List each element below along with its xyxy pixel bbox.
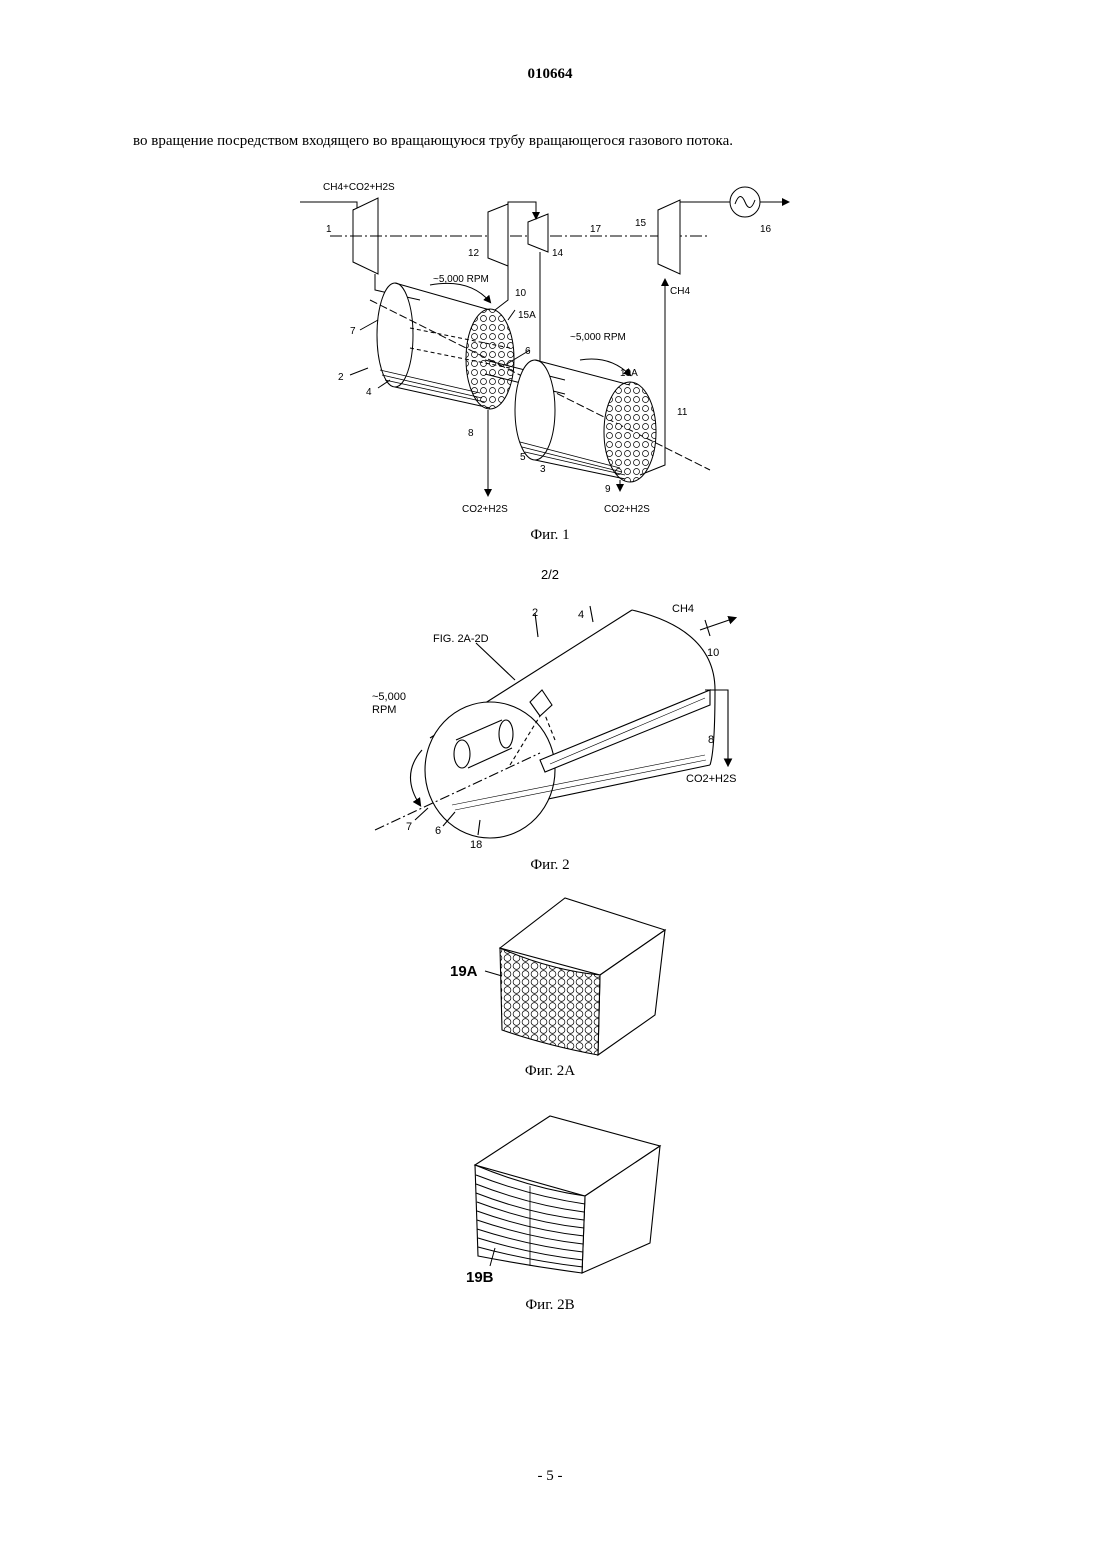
fig1-label-2: 2 [338,372,344,383]
fig2-label-6: 6 [435,825,441,837]
figure-1-drawing: CH4+CO2+H2S 1 12 14 17 15 16 CH4 ~5,000 … [290,170,810,525]
fig1-label-9: 9 [605,484,611,495]
figure-2b-drawing: 19B [460,1108,680,1288]
fig1-label-7: 7 [350,326,356,337]
fig2-label-4: 4 [578,609,584,621]
fig1-label-4: 4 [366,387,372,398]
fig2b-label-19b: 19B [466,1269,494,1286]
fig1-rpm-a: ~5,000 RPM [433,274,489,285]
fig1-label-16: 16 [760,224,772,235]
fig1-ch4-label: CH4 [670,286,690,297]
fig2-rpm-line2: RPM [372,704,396,716]
fig1-output-b: CO2+H2S [604,504,650,515]
fig1-label-5: 5 [520,452,526,463]
fig1-label-6: 6 [525,346,531,357]
fig1-output-a: CO2+H2S [462,504,508,515]
fig2-ref-label: FIG. 2A-2D [433,633,489,645]
fig1-label-15: 15 [635,218,647,229]
fig2-label-7: 7 [406,821,412,833]
fig2-rpm-line1: ~5,000 [372,691,406,703]
figure-1-caption: Фиг. 1 [0,527,1100,544]
fig1-label-11: 11 [677,407,688,418]
figure-2a-drawing: 19A [440,890,680,1065]
fig1-label-19a: 19A [620,368,638,379]
fig1-label-8: 8 [468,428,474,439]
figure-2b-caption: Фиг. 2В [0,1297,1100,1314]
figure-2a-caption: Фиг. 2А [0,1063,1100,1080]
fig1-label-14: 14 [552,248,564,259]
fig1-label-1: 1 [326,224,332,235]
document-number: 010664 [0,66,1100,83]
intro-text: во вращение посредством входящего во вра… [133,133,733,150]
fig2a-label-19a: 19A [450,963,478,980]
fig2-output-label: CO2+H2S [686,773,736,785]
fig2-ch4-label: CH4 [672,603,694,615]
fig1-label-17: 17 [590,224,602,235]
figure-2-caption: Фиг. 2 [0,857,1100,874]
fig1-rpm-b: ~5,000 RPM [570,332,626,343]
fig1-label-15a: 15A [518,310,536,321]
fig2-label-2: 2 [532,607,538,619]
sheet-label: 2/2 [0,567,1100,582]
fig2-label-18: 18 [470,839,482,851]
fig1-feed-label: CH4+CO2+H2S [323,182,395,193]
figure-2-drawing: FIG. 2A-2D 2 4 CH4 10 ~5,000 RPM 8 CO2+H… [360,590,760,855]
fig1-label-10: 10 [515,288,527,299]
fig1-label-12: 12 [468,248,480,259]
fig2-label-10: 10 [707,647,719,659]
fig2-label-8: 8 [708,734,714,746]
fig1-label-3: 3 [540,464,546,475]
page-number: - 5 - [0,1468,1100,1485]
